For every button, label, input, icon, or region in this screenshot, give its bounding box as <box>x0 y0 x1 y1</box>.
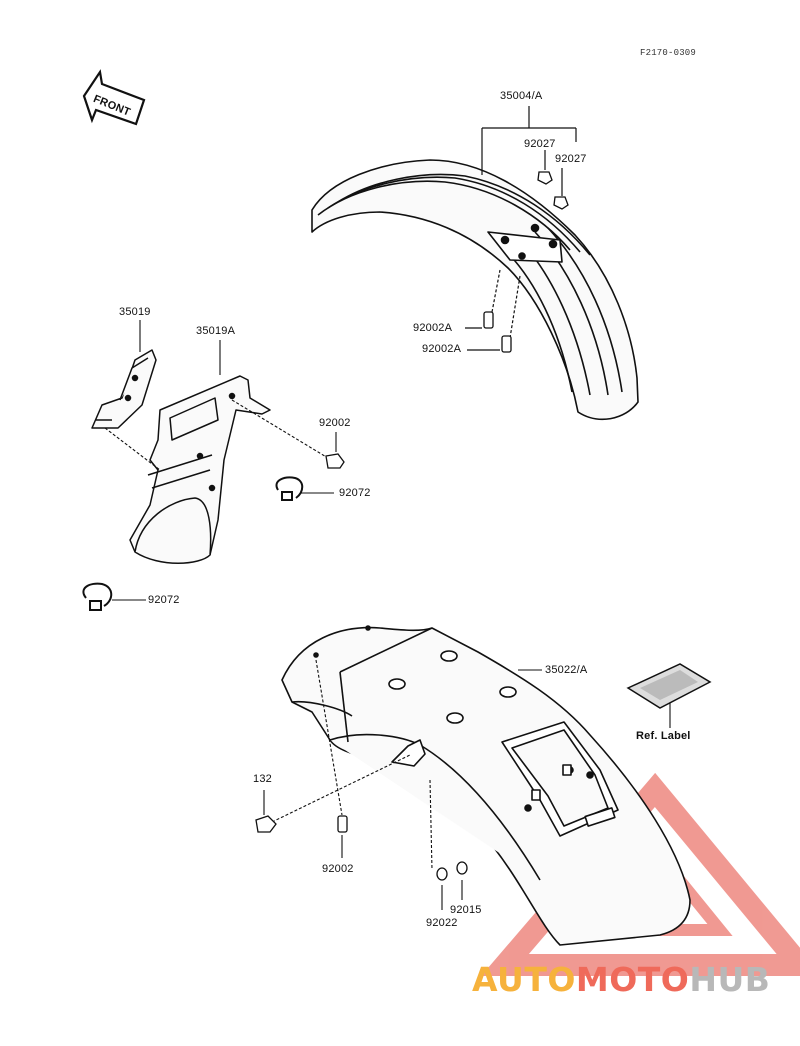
part-label-92072-top: 92072 <box>339 487 371 499</box>
rear-fender-leaders <box>263 659 671 910</box>
ref-label-text: Ref. Label <box>636 730 691 742</box>
front-fender <box>311 159 639 420</box>
part-label-35019A: 35019A <box>196 325 236 337</box>
reflector-label <box>626 663 712 709</box>
part-label-92022: 92022 <box>426 917 458 929</box>
part-label-92027-a: 92027 <box>524 138 556 150</box>
front-fender-leaders <box>465 106 577 351</box>
watermark-part-auto: AUTO <box>472 960 576 999</box>
front-fender-hardware <box>483 171 569 353</box>
guard-leaders <box>104 320 337 601</box>
watermark-part-hub: HUB <box>689 960 771 999</box>
watermark-wordmark: AUTOMOTOHUB <box>472 960 770 999</box>
part-label-35019: 35019 <box>119 306 151 318</box>
part-label-92015: 92015 <box>450 904 482 916</box>
part-label-35022A: 35022/A <box>545 664 588 676</box>
part-label-92002A-b: 92002A <box>422 343 462 355</box>
guard-35019A <box>129 375 271 564</box>
clamp-92072-left <box>82 582 113 611</box>
part-label-92002-top: 92002 <box>319 417 351 429</box>
part-label-35004A: 35004/A <box>500 90 543 102</box>
part-label-92002-bottom: 92002 <box>322 863 354 875</box>
chain-guard-35019 <box>91 349 157 429</box>
rear-fender-hardware <box>255 815 468 881</box>
drawing-code: F2170-0309 <box>640 48 697 58</box>
front-arrow-icon <box>82 69 146 126</box>
clamp-92072-top <box>275 476 304 501</box>
watermark-part-moto: MOTO <box>575 960 690 999</box>
part-label-92027-b: 92027 <box>555 153 587 165</box>
rear-fender <box>281 625 691 946</box>
part-label-92072-left: 92072 <box>148 594 180 606</box>
bolt-92002-top <box>325 453 345 469</box>
part-label-92002A-a: 92002A <box>413 322 453 334</box>
part-label-132: 132 <box>253 773 272 785</box>
